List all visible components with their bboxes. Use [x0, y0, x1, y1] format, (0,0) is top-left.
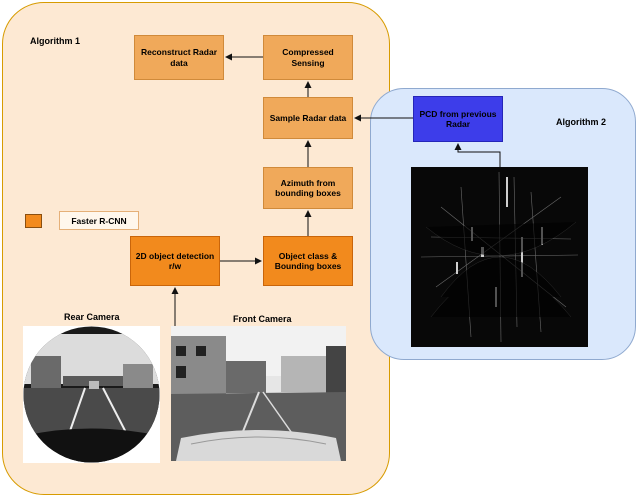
legend-label: Faster R-CNN [59, 211, 139, 230]
front-camera-image [171, 326, 346, 461]
front-camera-label: Front Camera [233, 314, 292, 324]
radar-point-cloud-image [411, 167, 588, 347]
algorithm-1-title: Algorithm 1 [30, 36, 81, 46]
algorithm-2-title: Algorithm 2 [556, 117, 607, 127]
rear-camera-image [23, 326, 160, 463]
object-class-box: Object class &Bounding boxes [263, 236, 353, 286]
legend-swatch [25, 214, 42, 228]
sample-radar-box: Sample Radar data [263, 97, 353, 139]
rear-camera-label: Rear Camera [64, 312, 120, 322]
